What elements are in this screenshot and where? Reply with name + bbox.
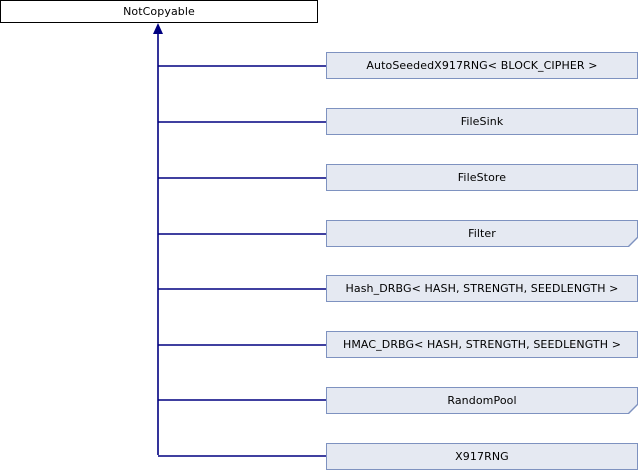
class-node-label: Hash_DRBG< HASH, STRENGTH, SEEDLENGTH > bbox=[345, 282, 619, 295]
connector-lines bbox=[157, 28, 326, 457]
class-node[interactable]: RandomPool bbox=[326, 387, 638, 414]
class-node-notcopyable[interactable]: NotCopyable bbox=[0, 0, 318, 23]
class-node-label: X917RNG bbox=[455, 450, 509, 463]
class-node[interactable]: X917RNG bbox=[326, 443, 638, 470]
class-node-label: FileSink bbox=[460, 115, 504, 128]
class-node[interactable]: FileSink bbox=[326, 108, 638, 135]
inheritance-arrowhead bbox=[153, 23, 163, 34]
class-node-label: AutoSeededX917RNG< BLOCK_CIPHER > bbox=[366, 59, 598, 72]
class-node-label: NotCopyable bbox=[123, 5, 195, 18]
class-node[interactable]: FileStore bbox=[326, 164, 638, 191]
class-node[interactable]: Filter bbox=[326, 220, 638, 247]
class-node-label: FileStore bbox=[457, 171, 507, 184]
class-node[interactable]: HMAC_DRBG< HASH, STRENGTH, SEEDLENGTH > bbox=[326, 331, 638, 358]
class-node[interactable]: AutoSeededX917RNG< BLOCK_CIPHER > bbox=[326, 52, 638, 79]
class-node[interactable]: Hash_DRBG< HASH, STRENGTH, SEEDLENGTH > bbox=[326, 275, 638, 302]
clipped-corner-fill bbox=[327, 221, 637, 246]
class-node-label: HMAC_DRBG< HASH, STRENGTH, SEEDLENGTH > bbox=[342, 338, 622, 351]
clipped-corner-fill bbox=[327, 388, 637, 413]
